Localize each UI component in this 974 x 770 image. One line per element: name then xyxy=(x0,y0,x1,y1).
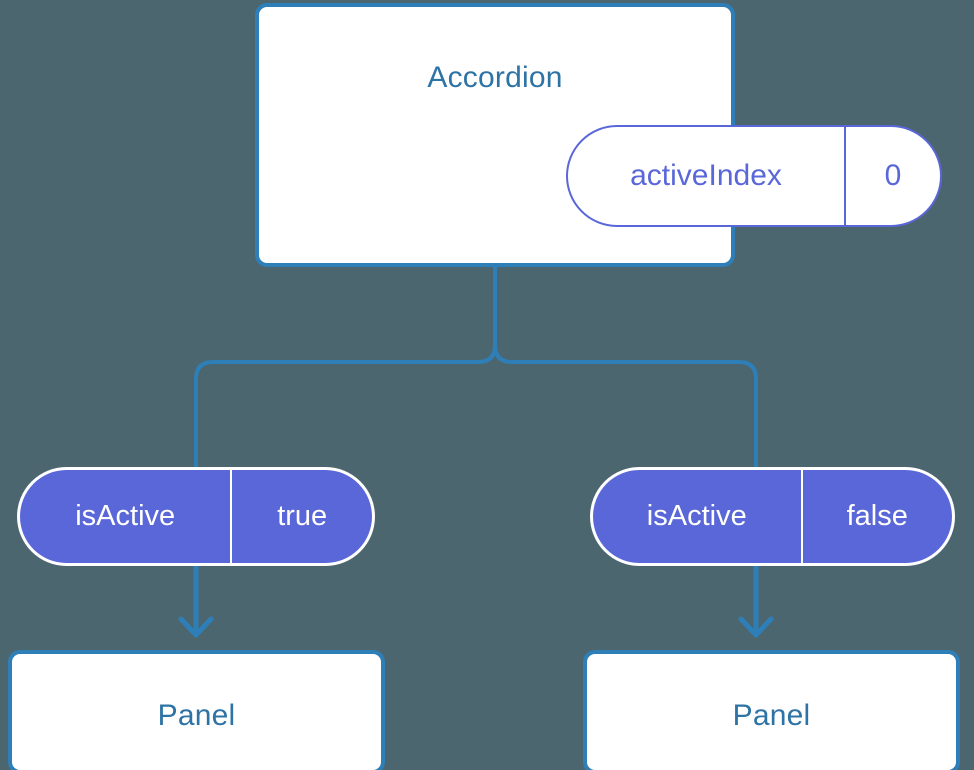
state-pill-is-active-left-key: isActive xyxy=(20,470,233,563)
state-pill-active-index[interactable]: activeIndex 0 xyxy=(566,125,942,227)
state-pill-active-index-value: 0 xyxy=(884,159,902,192)
accordion-node[interactable]: Accordion activeIndex 0 xyxy=(255,3,942,267)
state-pill-active-index-key: activeIndex xyxy=(568,127,847,225)
panel-node-right[interactable]: Panel xyxy=(583,650,960,770)
state-pill-is-active-right-value: false xyxy=(846,500,908,532)
state-pill-is-active-right[interactable]: isActive false xyxy=(590,467,955,566)
connector-branch-left xyxy=(194,265,497,472)
arrow-right xyxy=(738,564,774,638)
panel-title-right: Panel xyxy=(732,699,811,732)
state-pill-is-active-left[interactable]: isActive true xyxy=(17,467,375,566)
arrow-left xyxy=(178,564,214,638)
connector-branch-right xyxy=(493,265,758,472)
panel-title-left: Panel xyxy=(157,699,236,732)
accordion-title: Accordion xyxy=(427,61,563,94)
panel-node-left[interactable]: Panel xyxy=(8,650,385,770)
state-pill-is-active-left-value: true xyxy=(277,500,328,532)
state-pill-is-active-right-key: isActive xyxy=(593,470,803,563)
